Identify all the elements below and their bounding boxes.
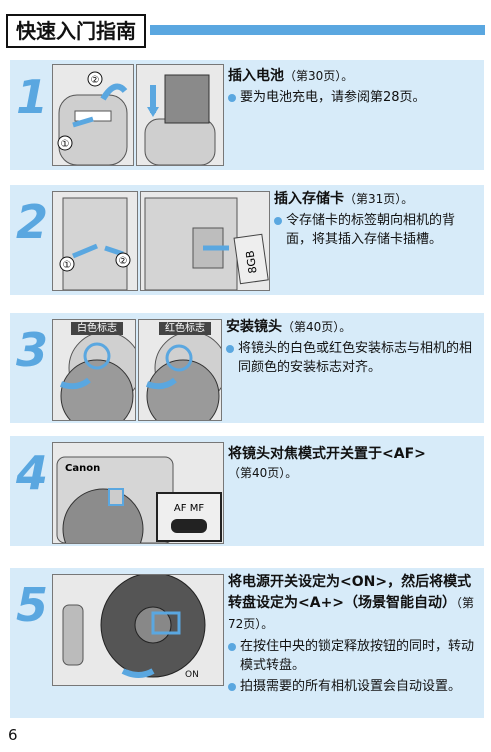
step-3-text: 安装镜头（第40页）。 将镜头的白色或红色安装标志与相机的相同颜色的安装标志对齐… — [226, 317, 480, 377]
red-mark-tag: 红色标志 — [159, 322, 211, 335]
card-label: 8GB — [243, 250, 259, 275]
step-2-text: 插入存储卡（第31页）。 令存储卡的标签朝向相机的背面，将其插入存储卡插槽。 — [274, 189, 480, 249]
step-5-text: 将电源开关设定为<ON>，然后将模式转盘设定为<A+>（场景智能自动）（第72页… — [228, 572, 480, 696]
step-heading: 安装镜头 — [226, 319, 282, 335]
bullet-item: 拍摄需要的所有相机设置会自动设置。 — [228, 677, 480, 696]
page-ref: （第40页）。 — [228, 466, 298, 480]
card-photo-2: 8GB — [140, 191, 270, 291]
bullet-item: 要为电池充电，请参阅第28页。 — [228, 88, 478, 107]
step-1: 1 ② ① 插入电池（第30页）。 要为电池充电，请参阅第28页。 — [10, 60, 484, 170]
step-2: 2 ① ② 8GB 插入存储卡（第31页）。 令存储卡的标签朝向相机的背面，将其… — [10, 185, 484, 295]
battery-photo-1: ② ① — [52, 64, 134, 166]
bullet-item: 在按住中央的锁定释放按钮的同时，转动模式转盘。 — [228, 637, 480, 675]
step-heading: 插入电池 — [228, 68, 284, 84]
step-4-text: 将镜头对焦模式开关置于<AF> （第40页）。 — [228, 444, 480, 483]
mode-dial-photo: ON — [52, 574, 224, 686]
page-ref: （第30页）。 — [284, 69, 354, 83]
white-mark-tag: 白色标志 — [71, 322, 123, 335]
step-1-text: 插入电池（第30页）。 要为电池充电，请参阅第28页。 — [228, 66, 478, 107]
page-ref: （第72页）。 — [228, 596, 475, 631]
brand-label: Canon — [65, 463, 100, 474]
on-label: ON — [185, 670, 199, 680]
svg-text:②: ② — [119, 256, 128, 267]
bullet-item: 将镜头的白色或红色安装标志与相机的相同颜色的安装标志对齐。 — [226, 339, 480, 377]
step-heading: 将镜头对焦模式开关置于<AF> — [228, 446, 426, 462]
step-3: 3 白色标志 红色标志 安装镜头（第40页）。 将镜头的白色或红色安装标志与相机… — [10, 313, 484, 423]
callout-1: ① — [61, 139, 70, 150]
step-number: 1 — [16, 70, 49, 124]
card-photo-1: ① ② — [52, 191, 138, 291]
af-mf-label: AF MF — [174, 503, 204, 514]
step-number: 2 — [16, 195, 49, 249]
step-number: 3 — [16, 323, 49, 377]
page-ref: （第40页）。 — [282, 320, 352, 334]
step-5: 5 ON 将电源开关设定为<ON>，然后将模式转盘设定为<A+>（场景智能自动）… — [10, 568, 484, 718]
step-heading: 将电源开关设定为<ON>，然后将模式转盘设定为<A+>（场景智能自动） — [228, 574, 472, 611]
page-header: 快速入门指南 — [0, 14, 491, 48]
af-switch-photo: Canon AF MF — [52, 442, 224, 544]
svg-text:①: ① — [63, 260, 72, 271]
page-title: 快速入门指南 — [6, 14, 146, 48]
step-number: 4 — [16, 446, 49, 500]
page-number: 6 — [8, 726, 18, 744]
battery-photo-2 — [136, 64, 224, 166]
callout-2: ② — [91, 75, 100, 86]
step-number: 5 — [16, 578, 49, 632]
step-heading: 插入存储卡 — [274, 191, 344, 207]
page-ref: （第31页）。 — [344, 192, 414, 206]
title-accent-bar — [150, 25, 485, 35]
lens-photo-white: 白色标志 — [52, 319, 136, 421]
bullet-item: 令存储卡的标签朝向相机的背面，将其插入存储卡插槽。 — [274, 211, 480, 249]
lens-photo-red: 红色标志 — [138, 319, 222, 421]
step-4: 4 Canon AF MF 将镜头对焦模式开关置于<AF> （第40页）。 — [10, 436, 484, 546]
